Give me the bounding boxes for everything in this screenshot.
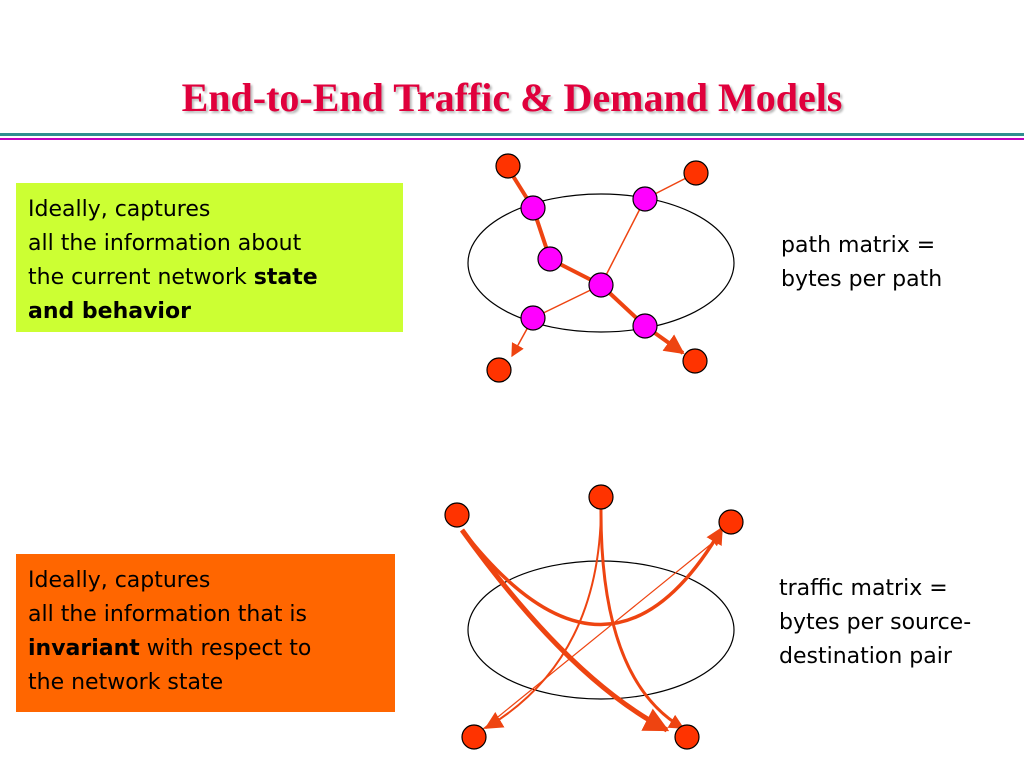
endpoint-node xyxy=(495,153,521,179)
endpoint-node xyxy=(444,502,470,528)
path-box-emphasis-behavior: and behavior xyxy=(28,299,191,324)
endpoint-node xyxy=(461,724,487,750)
path-model-description-box: Ideally, captures all the information ab… xyxy=(16,183,403,332)
traffic-model-description-box: Ideally, captures all the information th… xyxy=(16,554,395,712)
endpoint-node xyxy=(674,724,700,750)
slide-title: End-to-End Traffic & Demand Models xyxy=(181,75,843,120)
demand-arrow xyxy=(599,507,685,730)
endpoint-node xyxy=(683,160,709,186)
title-divider-magenta xyxy=(0,138,1024,140)
endpoint-node xyxy=(682,348,708,374)
path-box-line-1: Ideally, captures xyxy=(28,197,211,222)
traffic-matrix-label: traffic matrix = bytes per source- desti… xyxy=(779,572,971,674)
traffic-box-line-3-text: with respect to xyxy=(139,636,312,661)
network-cloud-ellipse xyxy=(467,560,735,700)
endpoint-node xyxy=(718,509,744,535)
traffic-box-line-4: the network state xyxy=(28,670,224,695)
traffic-box-line-3: invariant with respect to xyxy=(28,632,383,666)
demand-arrow xyxy=(471,535,722,739)
router-node xyxy=(632,186,658,212)
path-matrix-diagram xyxy=(467,153,735,383)
path-label-line-2: bytes per path xyxy=(781,267,943,292)
router-node xyxy=(632,313,658,339)
endpoint-node xyxy=(588,484,614,510)
endpoint-node xyxy=(486,357,512,383)
path-box-line-4: and behavior xyxy=(28,295,391,329)
path-matrix-label: path matrix = bytes per path xyxy=(781,229,942,297)
traffic-label-line-2: bytes per source- xyxy=(779,610,972,635)
demand-arrow xyxy=(484,507,602,729)
traffic-label-line-1: traffic matrix = xyxy=(779,576,948,601)
demand-arrow xyxy=(460,526,724,627)
path-box-line-3: the current network state xyxy=(28,261,391,295)
traffic-box-line-1: Ideally, captures xyxy=(28,568,211,593)
traffic-box-line-2: all the information that is xyxy=(28,602,308,627)
router-node xyxy=(520,305,546,331)
router-node xyxy=(537,246,563,272)
path-link xyxy=(600,198,646,286)
path-box-line-3-text: the current network xyxy=(28,265,254,290)
title-divider-teal xyxy=(0,133,1024,136)
router-node xyxy=(588,272,614,298)
traffic-matrix-diagram xyxy=(444,484,744,750)
network-cloud-ellipse xyxy=(467,193,735,333)
demand-arrow xyxy=(459,528,670,733)
path-box-emphasis-state: state xyxy=(253,265,318,290)
router-node xyxy=(520,195,546,221)
path-box-line-2: all the information about xyxy=(28,231,302,256)
traffic-label-line-3: destination pair xyxy=(779,644,952,669)
path-label-line-1: path matrix = xyxy=(781,233,936,258)
traffic-box-emphasis-invariant: invariant xyxy=(28,636,140,661)
